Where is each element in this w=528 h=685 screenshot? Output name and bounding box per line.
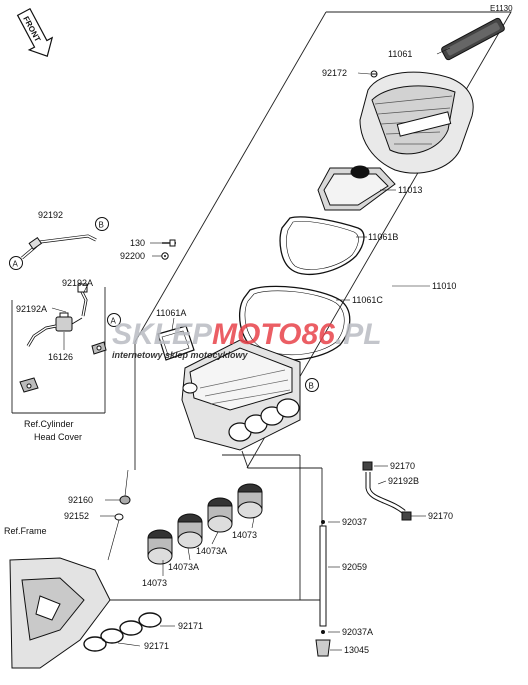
drain-tube-92059 bbox=[319, 525, 327, 627]
label-92192: 92192 bbox=[38, 210, 63, 220]
air-box-11010 bbox=[181, 339, 301, 451]
label-92170-b: 92170 bbox=[428, 511, 453, 521]
ref-frame-label: Ref.Frame bbox=[4, 526, 47, 536]
svg-text:B: B bbox=[99, 221, 104, 230]
svg-text:SKLEPMOTO86.PL: SKLEPMOTO86.PL bbox=[112, 318, 382, 351]
washer-92152 bbox=[114, 513, 124, 521]
label-11061A: 11061A bbox=[156, 308, 186, 318]
label-92172: 92172 bbox=[322, 68, 347, 78]
hose-92192A-left bbox=[26, 324, 57, 347]
front-arrow-icon: FRONT bbox=[16, 7, 54, 57]
label-92192A-top: 92192A bbox=[62, 278, 93, 288]
label-92192A-left: 92192A bbox=[16, 304, 47, 314]
callout-B-2: B bbox=[305, 378, 319, 392]
cap-fitting-bottom bbox=[19, 377, 39, 393]
plug-13045 bbox=[315, 639, 331, 657]
seal-11061A bbox=[157, 325, 195, 361]
callout-A-2: A bbox=[107, 313, 121, 327]
label-92059: 92059 bbox=[342, 562, 367, 572]
clip-92037A bbox=[321, 630, 325, 634]
label-92200: 92200 bbox=[120, 251, 145, 261]
hose-92192B bbox=[365, 472, 406, 514]
gasket-11061B bbox=[279, 216, 365, 276]
air-cleaner-cover bbox=[359, 71, 474, 174]
cap-A-fitting bbox=[91, 341, 107, 355]
watermark-logo: SKLEPMOTO86.PL internetowy sklep motocyk… bbox=[112, 318, 382, 360]
ref-cylinder-line2: Head Cover bbox=[34, 432, 82, 442]
label-11061C: 11061C bbox=[352, 295, 383, 305]
duct-14073-right bbox=[237, 483, 263, 519]
label-14073A-left: 14073A bbox=[168, 562, 199, 572]
watermark-tagline: internetowy sklep motocyklowy bbox=[112, 350, 249, 360]
label-11010: 11010 bbox=[432, 281, 456, 291]
svg-text:A: A bbox=[111, 317, 117, 326]
valve-16126 bbox=[55, 312, 83, 332]
hose-92192A-top bbox=[77, 283, 88, 317]
filter-element-11013 bbox=[317, 165, 396, 211]
leader-lines bbox=[51, 47, 451, 651]
svg-text:B: B bbox=[309, 382, 314, 391]
label-14073-right: 14073 bbox=[232, 530, 257, 540]
diagram-code: E1130 bbox=[490, 4, 513, 13]
screw-92172 bbox=[370, 70, 378, 78]
label-11061B: 11061B bbox=[368, 232, 398, 242]
clip-92037 bbox=[321, 520, 325, 524]
callout-B-1: B bbox=[95, 217, 109, 231]
label-130: 130 bbox=[130, 238, 145, 248]
label-92171-a: 92171 bbox=[178, 621, 203, 631]
gasket-11061C bbox=[238, 285, 351, 361]
assembly-outline bbox=[104, 11, 512, 601]
label-92192B: 92192B bbox=[388, 476, 419, 486]
label-92170-a: 92170 bbox=[390, 461, 415, 471]
label-92037A: 92037A bbox=[342, 627, 373, 637]
duct-14073A-right bbox=[207, 497, 233, 533]
svg-text:A: A bbox=[13, 260, 19, 269]
watermark-brand-num: 86 bbox=[301, 318, 335, 351]
grommet-92160 bbox=[119, 495, 131, 505]
label-11013: 11013 bbox=[398, 185, 422, 195]
clamp-92170-top bbox=[362, 461, 373, 471]
hose-92192 bbox=[21, 234, 97, 260]
duct-14073-left bbox=[147, 529, 173, 565]
washer-92200 bbox=[161, 252, 169, 260]
label-92171-b: 92171 bbox=[144, 641, 169, 651]
duct-14073A-left bbox=[177, 513, 203, 549]
label-92160: 92160 bbox=[68, 495, 93, 505]
watermark-brand-left: SKLEP bbox=[112, 318, 213, 351]
label-92152: 92152 bbox=[64, 511, 89, 521]
label-14073A-right: 14073A bbox=[196, 546, 227, 556]
frame-reference bbox=[9, 557, 111, 669]
bolt-130 bbox=[162, 239, 176, 247]
callout-A-1: A bbox=[9, 256, 23, 270]
label-11061: 11061 bbox=[388, 49, 412, 59]
seal-strip-11061 bbox=[441, 17, 505, 61]
clamp-92170-bottom bbox=[401, 511, 412, 521]
watermark-brand-tld: .PL bbox=[335, 318, 382, 351]
label-14073-left: 14073 bbox=[142, 578, 167, 588]
clamps-92171 bbox=[83, 612, 162, 652]
label-92037: 92037 bbox=[342, 517, 367, 527]
ref-cylinder-line1: Ref.Cylinder bbox=[24, 419, 74, 429]
watermark-brand-mid: MOTO bbox=[212, 318, 301, 351]
label-13045: 13045 bbox=[344, 645, 369, 655]
air-box-throttle-ports bbox=[228, 398, 300, 442]
label-16126: 16126 bbox=[48, 352, 73, 362]
